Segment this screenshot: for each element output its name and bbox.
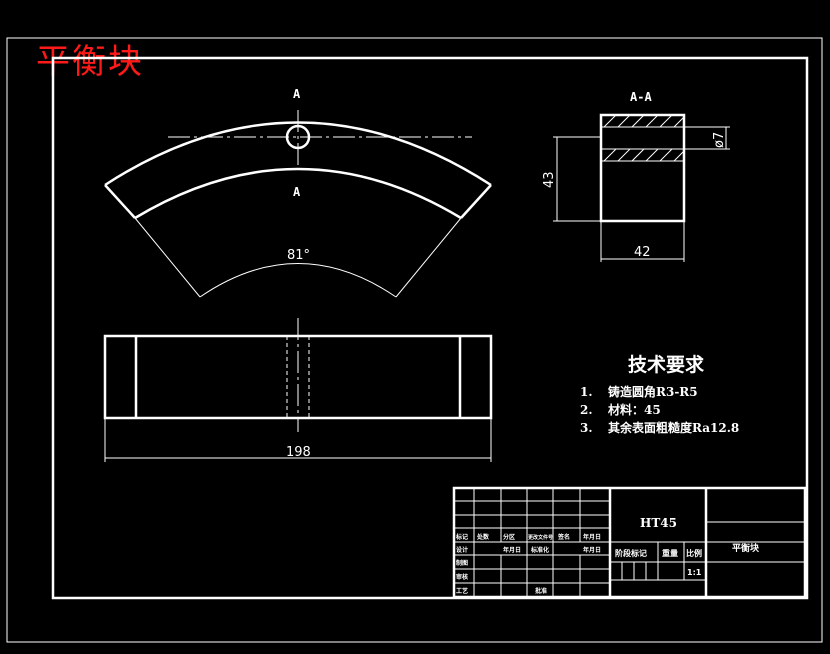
tech-item-number: 3.: [580, 421, 593, 435]
tech-item: 1. 铸造圆角R3-R5: [580, 383, 698, 400]
tech-item: 2. 材料：45: [580, 401, 661, 418]
tb-part-name: 平衡块: [732, 544, 760, 554]
section-outline: [599, 113, 686, 223]
tb-mark: 标记: [455, 533, 468, 541]
angle-ext-right: [395, 217, 462, 298]
section-mark-top: A: [293, 87, 301, 101]
tb-craft: 工艺: [456, 587, 468, 595]
tb-standardize-date: 年月日: [583, 546, 601, 554]
sector-view: 81° A A: [104, 87, 492, 298]
tb-date-header: 年月日: [583, 533, 601, 541]
tb-zone: 分区: [503, 533, 515, 541]
hole-dimension: ø7: [712, 132, 727, 148]
tb-design-date: 年月日: [503, 546, 521, 554]
tb-draw: 制图: [456, 559, 468, 567]
tb-change-doc: 更改文件号: [528, 534, 553, 541]
right-edge: [460, 184, 492, 219]
tb-approve: 批准: [535, 587, 547, 595]
drawing-frame: [51, 56, 809, 600]
tech-item-text: 材料：45: [608, 403, 661, 417]
tech-requirements-title: 技术要求: [628, 354, 705, 376]
hole-circle: [285, 124, 311, 150]
tb-scale: 1:1: [687, 568, 702, 577]
sheet-border: [6, 37, 823, 643]
tech-item-text: 其余表面粗糙度Ra12.8: [608, 421, 740, 435]
section-view: A-A 43 42: [542, 90, 730, 262]
angle-ext-left: [134, 217, 201, 298]
inner-arc: [134, 167, 462, 220]
front-view: 198: [103, 318, 493, 462]
tb-count: 处数: [476, 533, 490, 541]
tb-material: HT45: [640, 516, 677, 530]
tb-check: 审核: [456, 573, 468, 581]
tb-stage-mark: 阶段标记: [615, 548, 647, 558]
tech-item-text: 铸造圆角R3-R5: [608, 385, 698, 399]
hatching: [603, 114, 685, 162]
tech-item: 3. 其余表面粗糙度Ra12.8: [580, 419, 739, 436]
section-title: A-A: [630, 90, 652, 104]
height-dimension: 43: [542, 171, 557, 188]
length-dimension: 198: [286, 445, 311, 460]
angle-dim-arc: [199, 263, 397, 298]
section-mark-bottom: A: [293, 185, 301, 199]
tb-weight: 重量: [662, 548, 678, 558]
tech-item-number: 2.: [580, 403, 593, 417]
angle-dimension: 81°: [287, 248, 310, 263]
tb-sign: 签名: [557, 533, 570, 541]
tb-scale-label: 比例: [686, 548, 702, 558]
left-edge: [104, 184, 136, 219]
tb-standardize: 标准化: [530, 546, 549, 554]
tech-item-number: 1.: [580, 385, 593, 399]
tb-design: 设计: [456, 546, 468, 554]
title-block: 标记 处数 分区 更改文件号 签名 年月日 设计 年月日 标准化 年月日 制图 …: [452, 486, 807, 599]
width-dimension: 42: [634, 245, 651, 260]
